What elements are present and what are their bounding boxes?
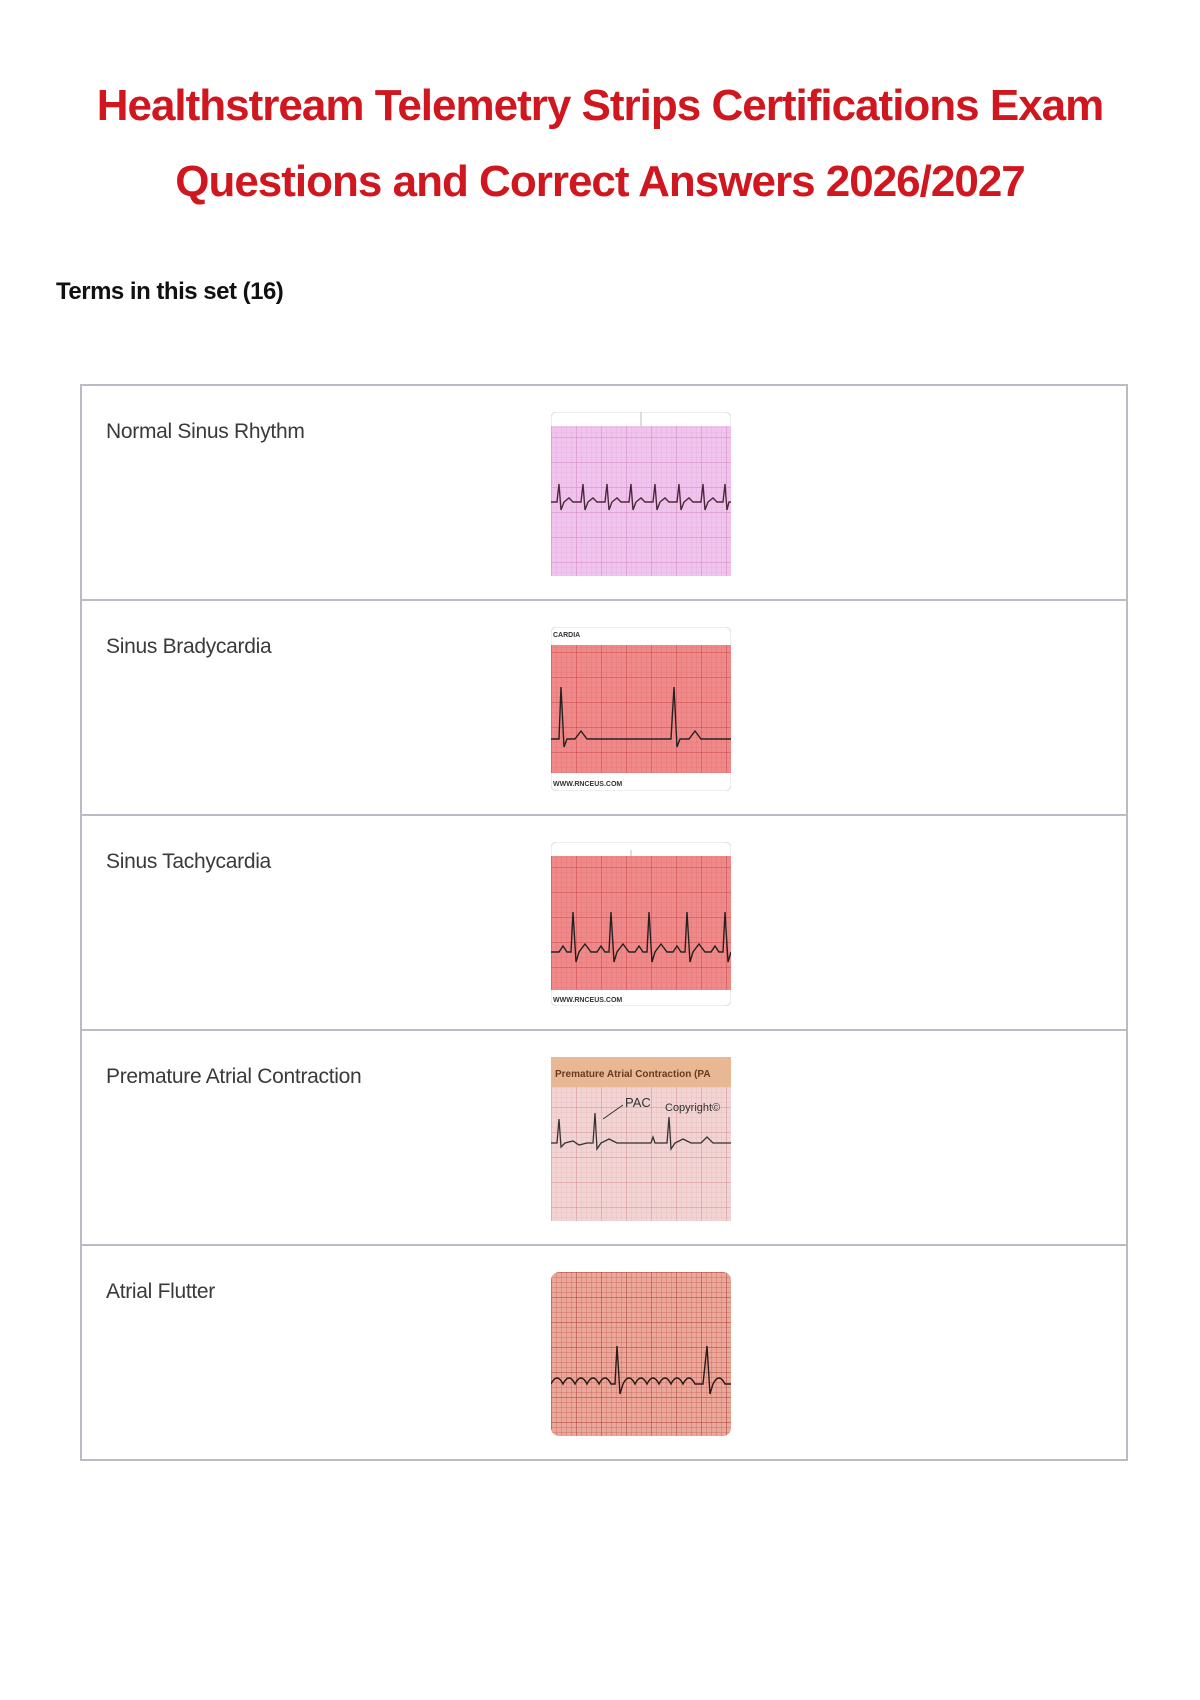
term-label: Premature Atrial Contraction	[106, 1065, 362, 1088]
term-row: Atrial Flutter	[82, 1246, 1126, 1461]
term-row: Sinus Tachycardia WWW.RNCEUS.COM	[82, 816, 1126, 1031]
ecg-strip-normal-sinus-rhythm	[551, 412, 731, 576]
ecg-strip-premature-atrial-contraction: Premature Atrial Contraction (PA PAC Cop…	[551, 1057, 731, 1221]
title-line-2: Questions and Correct Answers 2026/2027	[175, 157, 1026, 206]
strip-caption-bottom: WWW.RNCEUS.COM	[553, 997, 622, 1004]
term-row: Normal Sinus Rhythm	[82, 386, 1126, 601]
strip-caption-top: Premature Atrial Contraction (PA	[555, 1069, 711, 1080]
title-line-1: Healthstream Telemetry Strips Certificat…	[96, 81, 1105, 130]
pac-annotation: PAC	[625, 1095, 651, 1110]
term-label: Atrial Flutter	[106, 1280, 215, 1303]
terms-table: Normal Sinus Rhythm	[80, 384, 1128, 1461]
strip-caption-bottom: WWW.RNCEUS.COM	[553, 781, 622, 788]
strip-watermark: Copyright©	[665, 1102, 720, 1114]
term-row: Sinus Bradycardia CARDIA WWW.RNCEUS	[82, 601, 1126, 816]
term-label: Normal Sinus Rhythm	[106, 420, 305, 443]
term-label: Sinus Bradycardia	[106, 635, 272, 658]
term-row: Premature Atrial Contraction Premature A…	[82, 1031, 1126, 1246]
strip-caption-top: CARDIA	[553, 632, 580, 639]
document-title: Healthstream Telemetry Strips Certificat…	[0, 68, 1200, 220]
terms-heading: Terms in this set (16)	[56, 278, 284, 305]
term-label: Sinus Tachycardia	[106, 850, 271, 873]
ecg-strip-sinus-bradycardia: CARDIA WWW.RNCEUS.COM	[551, 627, 731, 791]
ecg-strip-atrial-flutter	[551, 1272, 731, 1436]
ecg-strip-sinus-tachycardia: WWW.RNCEUS.COM	[551, 842, 731, 1006]
